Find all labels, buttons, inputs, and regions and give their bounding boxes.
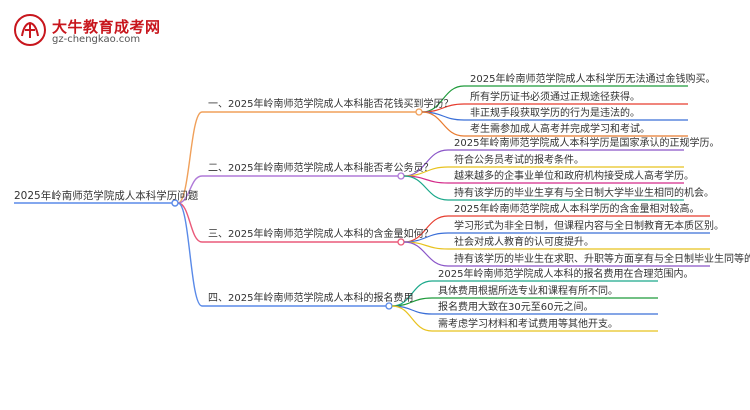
- leaf-label[interactable]: 社会对成人教育的认可度提升。: [454, 237, 594, 248]
- leaf-label[interactable]: 考生需参加成人高考并完成学习和考试。: [470, 124, 650, 135]
- leaf-label[interactable]: 需考虑学习材料和考试费用等其他开支。: [438, 319, 618, 330]
- leaf-label[interactable]: 符合公务员考试的报考条件。: [454, 155, 584, 166]
- leaf-label[interactable]: 越来越多的企事业单位和政府机构接受成人高考学历。: [454, 171, 694, 182]
- leaf-label[interactable]: 报名费用大致在30元至60元之间。: [438, 302, 594, 313]
- leaf-label[interactable]: 2025年岭南师范学院成人本科学历的含金量相对较高。: [454, 204, 700, 215]
- branch-label[interactable]: 四、2025年岭南师范学院成人本科的报名费用: [208, 293, 414, 304]
- mindmap-root[interactable]: 2025年岭南师范学院成人本科学历问题: [14, 190, 199, 202]
- leaf-label[interactable]: 持有该学历的毕业生在求职、升职等方面享有与全日制毕业生同等的待遇。: [454, 254, 750, 265]
- leaf-label[interactable]: 2025年岭南师范学院成人本科学历是国家承认的正规学历。: [454, 138, 720, 149]
- site-logo[interactable]: 大牛教育成考网 gz-chengkao.com: [14, 14, 164, 48]
- logo-url: gz-chengkao.com: [52, 34, 141, 45]
- leaf-label[interactable]: 2025年岭南师范学院成人本科学历无法通过金钱购买。: [470, 74, 716, 85]
- logo-title: 大牛教育成考网: [52, 18, 161, 36]
- leaf-label[interactable]: 2025年岭南师范学院成人本科的报名费用在合理范围内。: [438, 269, 694, 280]
- branch-label[interactable]: 二、2025年岭南师范学院成人本科能否考公务员？: [208, 163, 434, 174]
- leaf-label[interactable]: 持有该学历的毕业生享有与全日制大学毕业生相同的机会。: [454, 188, 714, 199]
- bull-logo-icon: [14, 14, 46, 46]
- leaf-label[interactable]: 具体费用根据所选专业和课程有所不同。: [438, 286, 618, 297]
- leaf-label[interactable]: 非正规手段获取学历的行为是违法的。: [470, 108, 640, 119]
- leaf-label[interactable]: 所有学历证书必须通过正规途径获得。: [470, 92, 640, 103]
- branch-label[interactable]: 一、2025年岭南师范学院成人本科能否花钱买到学历？: [208, 99, 454, 110]
- leaf-label[interactable]: 学习形式为非全日制，但课程内容与全日制教育无本质区别。: [454, 221, 724, 232]
- branch-label[interactable]: 三、2025年岭南师范学院成人本科的含金量如何？: [208, 229, 434, 240]
